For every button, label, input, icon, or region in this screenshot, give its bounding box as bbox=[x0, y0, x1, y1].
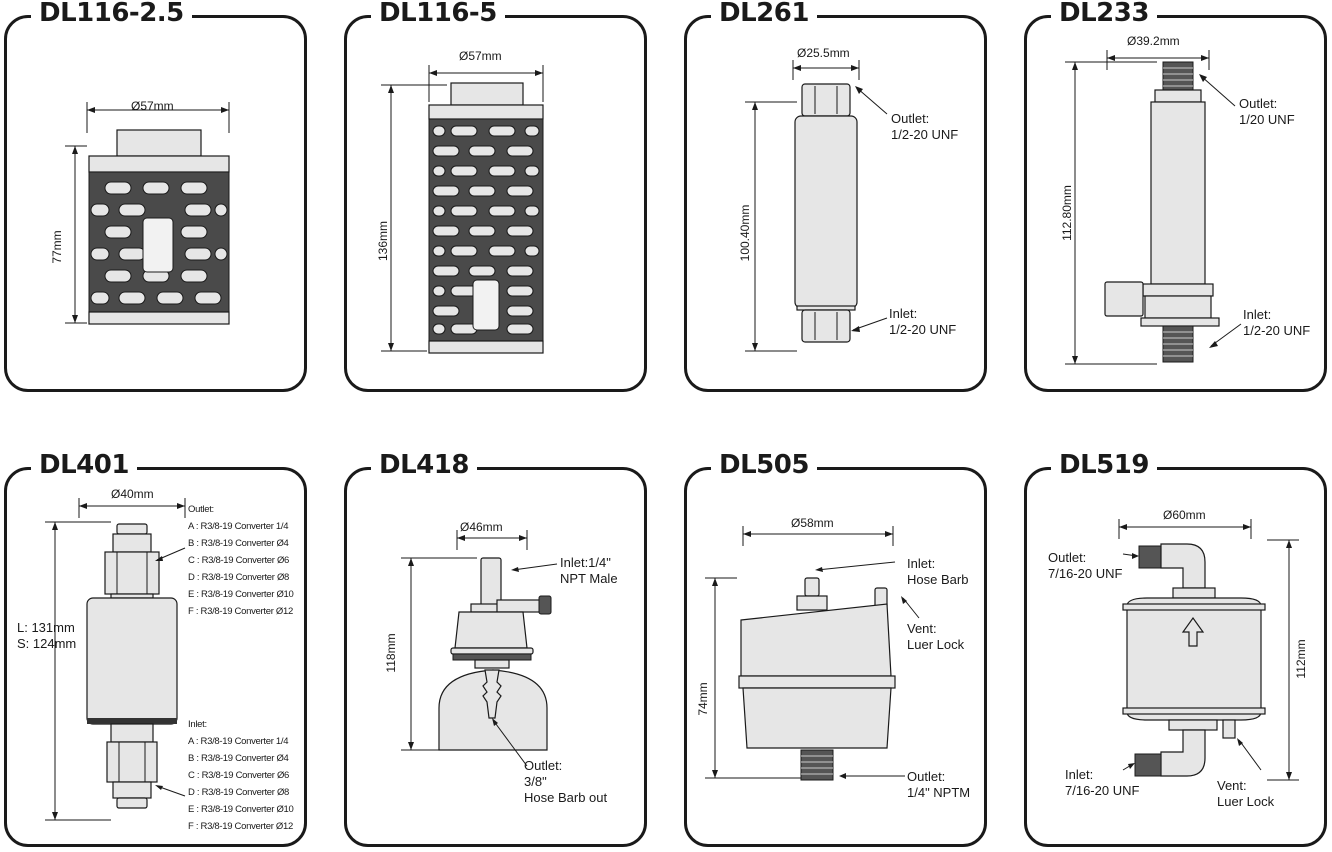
product-panel-dl261: DL261 Ø25.5mm 100.40mm Outlet:1/2-20 UNF… bbox=[684, 0, 987, 392]
diameter-label: Ø40mm bbox=[111, 487, 154, 501]
product-panel-dl116-5: DL116-5 Ø57mm 136mm bbox=[344, 0, 647, 392]
product-panel-dl519: DL519 Ø60mm 112mm Outlet:7/16-20 UNF Inl… bbox=[1024, 450, 1327, 847]
height-label: 100.40mm bbox=[738, 204, 752, 262]
filter-drawing bbox=[65, 102, 230, 325]
diameter-label: Ø25.5mm bbox=[797, 46, 850, 60]
outlet-label: Outlet:1/4" NPTM bbox=[907, 769, 971, 800]
model-title: DL418 bbox=[371, 450, 477, 480]
filter-drawing bbox=[1118, 519, 1299, 781]
height-label: 112mm bbox=[1294, 639, 1308, 679]
model-title: DL233 bbox=[1051, 0, 1157, 28]
model-title: DL116-2.5 bbox=[31, 0, 192, 28]
filter-drawing bbox=[745, 60, 888, 352]
diameter-label: Ø46mm bbox=[460, 520, 503, 534]
filter-drawing bbox=[705, 526, 920, 781]
product-panel-dl116-2-5: DL116-2.5 Ø57mm 77mm bbox=[4, 0, 307, 392]
height-label: 112.80mm bbox=[1060, 185, 1074, 241]
product-panel-dl418: DL418 Ø46mm 118mm Inlet:1/4"NPT Male Out… bbox=[344, 450, 647, 847]
outlet-label: Outlet:7/16-20 UNF bbox=[1048, 550, 1123, 581]
model-title: DL401 bbox=[31, 450, 137, 480]
outlet-label: Outlet:3/8"Hose Barb out bbox=[524, 758, 608, 805]
height-label: 136mm bbox=[376, 221, 390, 262]
vent-label: Vent:Luer Lock bbox=[1217, 778, 1275, 809]
filter-drawing bbox=[401, 530, 558, 767]
diameter-label: Ø57mm bbox=[131, 99, 174, 113]
diameter-label: Ø60mm bbox=[1163, 508, 1206, 522]
inlet-label: Inlet:Hose Barb bbox=[907, 556, 969, 587]
height-label: 118mm bbox=[384, 633, 398, 673]
filter-drawing bbox=[1065, 50, 1242, 365]
height-label: 74mm bbox=[696, 682, 710, 716]
height-label: 77mm bbox=[50, 230, 64, 264]
inlet-label: Inlet:1/2-20 UNF bbox=[889, 306, 957, 337]
vent-label: Vent:Luer Lock bbox=[907, 621, 965, 652]
product-panel-dl233: DL233 Ø39.2mm 112.80mm Outlet:1/20 UNF I… bbox=[1024, 0, 1327, 392]
model-title: DL261 bbox=[711, 0, 817, 28]
inlet-label: Inlet:1/2-20 UNF bbox=[1243, 307, 1311, 338]
model-title: DL116-5 bbox=[371, 0, 505, 28]
diameter-label: Ø57mm bbox=[459, 49, 502, 63]
diameter-label: Ø58mm bbox=[791, 516, 834, 530]
product-panel-dl505: DL505 Ø58mm 74mm Inlet:Hose Barb Vent:Lu… bbox=[684, 450, 987, 847]
model-title: DL519 bbox=[1051, 450, 1157, 480]
filter-drawing bbox=[381, 65, 544, 354]
outlet-label: Outlet:1/2-20 UNF bbox=[891, 111, 959, 142]
inlet-label: Inlet:7/16-20 UNF bbox=[1065, 767, 1140, 798]
inlet-label: Inlet:1/4"NPT Male bbox=[560, 555, 618, 586]
filter-drawing bbox=[45, 498, 186, 821]
model-title: DL505 bbox=[711, 450, 817, 480]
diameter-label: Ø39.2mm bbox=[1127, 34, 1180, 48]
outlet-label: Outlet:1/20 UNF bbox=[1239, 96, 1295, 127]
